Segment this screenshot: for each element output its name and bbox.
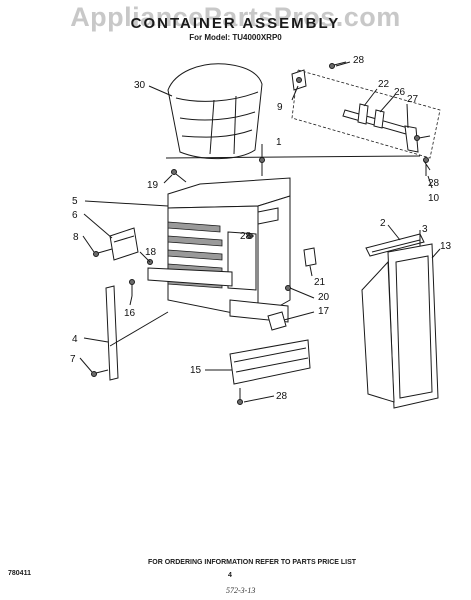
part-30-bag — [167, 63, 263, 160]
part-27-bottom-trim — [229, 339, 311, 405]
callout-2: 2 — [380, 218, 386, 229]
callout-28-bottom: 28 — [276, 391, 288, 402]
handwritten-note: 572-3-13 — [226, 586, 256, 595]
callout-4: 4 — [72, 334, 78, 345]
callout-27: 15 — [190, 365, 202, 376]
callout-18: 19 — [147, 180, 159, 191]
ordering-note: FOR ORDERING INFORMATION REFER TO PARTS … — [148, 559, 357, 566]
model-subtitle: For Model: TU4000XRP0 — [189, 33, 282, 42]
callout-21: 26 — [394, 87, 406, 98]
part-5-container — [147, 177, 291, 323]
part-26-latch — [303, 247, 317, 267]
callout-17: 18 — [145, 247, 157, 258]
diagram-title: CONTAINER ASSEMBLY — [130, 15, 341, 32]
callout-15: 17 — [318, 306, 330, 317]
callout-30: 30 — [134, 80, 146, 91]
callout-7: 7 — [70, 354, 76, 365]
leader-lines — [79, 61, 441, 403]
callout-8: 8 — [73, 232, 79, 243]
part-3-door-frame — [361, 243, 439, 409]
callout-9: 9 — [277, 102, 283, 113]
callout-28-right: 28 — [428, 178, 440, 189]
part-4-side-rail — [91, 285, 119, 381]
part-15-clip — [267, 311, 287, 331]
callout-28-mid: 28 — [240, 231, 252, 242]
callout-26: 21 — [314, 277, 326, 288]
part-6-bracket — [93, 227, 139, 261]
page-number: 4 — [228, 572, 232, 579]
watermark-text: AppliancePartsPros.com — [70, 2, 401, 32]
callout-5: 5 — [72, 196, 78, 207]
callout-22: 27 — [407, 94, 419, 105]
callout-3: 3 — [422, 224, 428, 235]
callout-10: 10 — [428, 193, 440, 204]
callout-16: 16 — [124, 308, 136, 319]
drawing-code: 780411 — [8, 570, 31, 577]
part-fasteners — [129, 157, 291, 296]
callout-6: 6 — [72, 210, 78, 221]
callout-1: 1 — [276, 137, 282, 148]
callout-13: 13 — [440, 241, 452, 252]
part-top-bracket-assembly — [291, 61, 441, 171]
callout-28-top: 28 — [353, 55, 365, 66]
callout-19: 20 — [318, 292, 330, 303]
callout-labels: 30 28 9 22 26 27 1 19 5 6 8 18 28 21 20 … — [70, 55, 452, 402]
callout-20: 22 — [378, 79, 390, 90]
part-2-trim-strip — [365, 233, 425, 257]
